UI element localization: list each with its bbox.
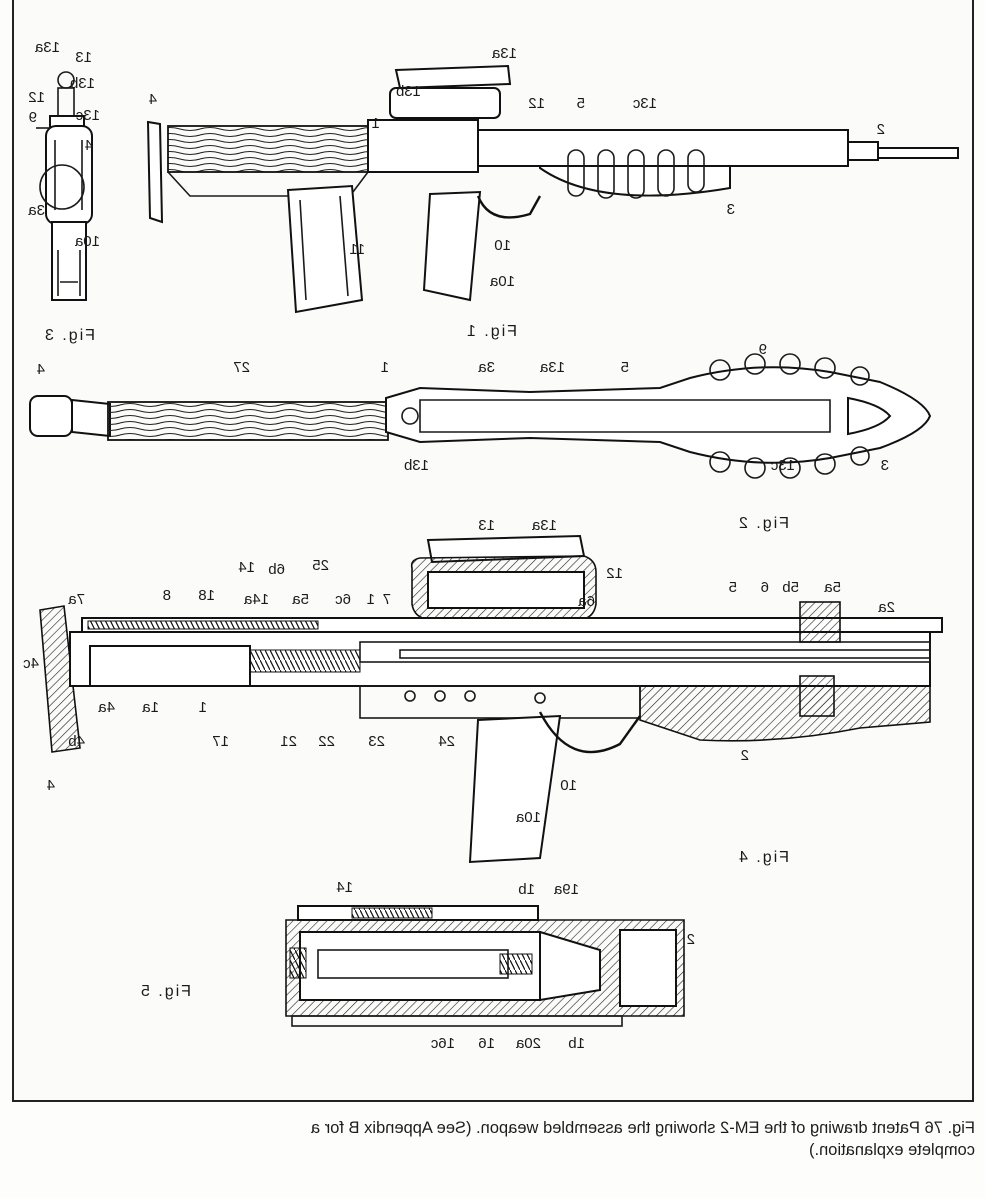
fig4-label-6a: 6a [578,593,595,610]
fig4-label-21: 21 [280,733,297,750]
fig3-caption: Fig. 3 [43,327,95,344]
fig4-label-1-lower: 1 [199,699,207,716]
fig2-label-9: 9 [759,341,767,358]
fig5-section-view [285,905,685,1027]
fig1-label-10: 10 [494,237,511,254]
fig4-label-14: 14 [238,559,255,576]
fig2-label-13c: 13c [770,457,795,474]
fig1-label-3: 3 [727,201,735,218]
fig4-label-5b: 5b [782,579,799,596]
fig4-label-4b: 4b [68,733,85,750]
fig4-section-view [39,534,943,864]
fig4-label-4-bottom: 4 [47,777,55,794]
fig1-label-2: 2 [877,121,885,138]
fig4-label-6: 6 [761,579,769,596]
fig4-label-4a: 4a [98,699,115,716]
fig3-label-12: 12 [28,89,45,106]
fig1-label-10a: 10a [489,273,515,290]
fig1-label-13c: 13c [632,95,657,112]
fig1-label-13b: 13b [396,83,421,100]
fig3-end-view [36,71,93,301]
fig4-label-5a-right: 5a [824,579,841,596]
fig2-label-4: 4 [37,361,45,378]
fig3-label-10a: 10a [74,233,100,250]
fig1-label-5: 5 [577,95,585,112]
fig4-label-10: 10 [560,777,577,794]
figure-caption: Fig. 76 Patent drawing of the EM-2 showi… [10,1117,975,1161]
fig4-label-10a: 10a [515,809,541,826]
fig5-label-16c: 16c [430,1035,455,1052]
fig4-caption: Fig. 4 [737,849,789,866]
fig3-label-13a: 13a [34,39,60,56]
fig4-label-7a: 7a [68,591,85,608]
fig4-label-18: 18 [198,587,215,604]
fig5-label-2: 2 [687,931,695,948]
fig1-label-4: 4 [149,91,157,108]
fig5-label-1b-lower: 1b [568,1035,585,1052]
fig2-label-13a: 13a [539,359,565,376]
caption-line-1: Fig. 76 Patent drawing of the EM-2 showi… [310,1119,975,1137]
fig1-caption: Fig. 1 [465,323,517,340]
fig5-caption: Fig. 5 [139,983,191,1000]
fig4-label-24: 24 [438,733,455,750]
fig1-label-1: 1 [372,115,380,132]
fig4-label-6b: 6b [268,561,285,578]
fig5-label-1b: 1b [518,881,535,898]
fig3-label-13b: 13b [70,75,95,92]
fig4-label-14a: 14a [243,591,269,608]
fig5-label-19a: 19a [553,881,579,898]
fig3-label-3a: 3a [28,202,45,219]
fig2-label-5: 5 [621,359,629,376]
fig5-label-16: 16 [478,1035,495,1052]
fig2-caption: Fig. 2 [737,515,789,532]
fig4-label-8: 8 [163,587,171,604]
fig2-label-27: 27 [233,359,250,376]
fig4-label-5: 5 [729,579,737,596]
fig4-label-4c: 4c [23,655,39,672]
fig3-label-9: 9 [29,109,37,126]
fig4-label-23: 23 [368,733,385,750]
fig2-label-3: 3 [881,457,889,474]
fig4-label-13: 13 [478,517,495,534]
fig2-label-1: 1 [381,359,389,376]
fig4-label-22: 22 [318,733,335,750]
fig2-label-13b: 13b [404,457,429,474]
caption-line-2: complete explanation.) [808,1141,975,1159]
fig3-label-4: 4 [85,137,93,154]
fig4-label-2a: 2a [878,599,895,616]
fig4-label-7: 7 [383,591,391,608]
fig4-label-13a: 13a [531,517,557,534]
fig4-label-17: 17 [212,733,229,750]
fig5-label-20a: 20a [515,1035,541,1052]
fig4-label-25: 25 [312,557,329,574]
fig4-label-2-lower: 2 [741,747,749,764]
fig4-label-5a: 5a [292,591,309,608]
fig4-label-1: 1 [367,591,375,608]
fig1-label-11: 11 [349,241,365,258]
fig1-side-view [146,64,959,314]
fig5-label-14: 14 [336,879,353,896]
fig4-label-1a: 1a [142,699,159,716]
fig1-label-13a: 13a [491,45,517,62]
fig1-label-12: 12 [528,95,545,112]
fig3-label-13: 13 [75,49,92,66]
fig3-label-13c: 13c [75,107,100,124]
figure-labels: 13a 13 13b 12 13c 9 4 3a 10a 13a 12 13b … [23,39,895,1052]
fig2-label-3a: 3a [478,359,495,376]
fig4-label-12: 12 [606,565,623,582]
fig2-top-view [29,353,932,479]
fig4-label-6c: 6c [335,591,351,608]
